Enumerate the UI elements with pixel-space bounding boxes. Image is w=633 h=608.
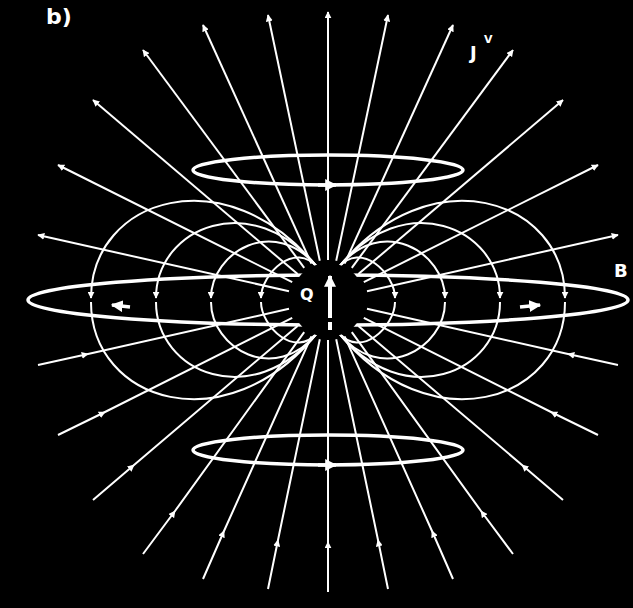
panel-label: b) [46,6,72,28]
current-symbol: J [470,44,477,62]
charge-label: Q [300,287,314,303]
field-label: B [614,262,628,280]
charge-sphere [291,263,365,337]
current-lines [38,12,618,592]
magnetic-field-loops [28,155,628,465]
charge-moment-arrow [330,276,331,330]
current-superscript: V [484,34,493,45]
